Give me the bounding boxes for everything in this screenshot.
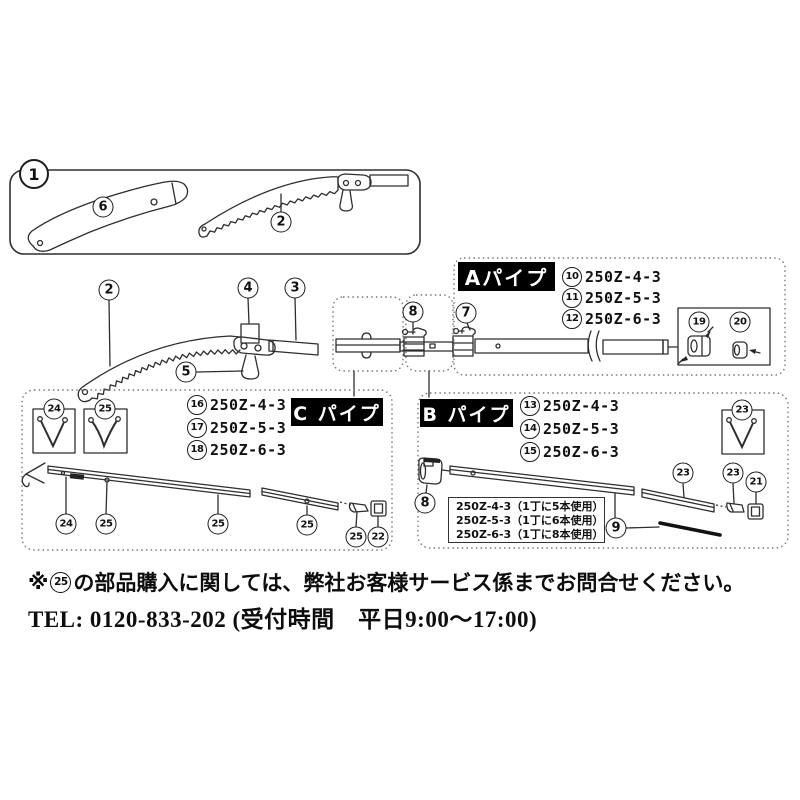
part-code: 250Z-5-3 (543, 419, 620, 438)
callout-25-box: 25 (94, 398, 116, 420)
pipe-b-drawing (417, 392, 789, 549)
callout-25-pipe-1: 25 (95, 513, 117, 535)
callout-24-pipe: 24 (55, 513, 77, 535)
part-code: 250Z-5-3 (585, 288, 662, 307)
part-code: 250Z-6-3 (585, 309, 662, 328)
callout-25-hook: 25 (345, 526, 367, 548)
row-callout-11: 11 (562, 287, 582, 308)
part-code: 250Z-4-3 (210, 395, 287, 414)
row-callout-18: 18 (187, 439, 207, 460)
footer-note-mark: ※ (28, 570, 49, 594)
usage-note-row: 250Z-4-3（1丁に5本使用） (456, 500, 604, 513)
blade-drawing-top (198, 173, 409, 238)
pipe-b-row-0: 13 250Z-4-3 (520, 395, 619, 416)
pipe-b-label: B パイプ (420, 399, 513, 427)
callout-7: 7 (455, 302, 477, 324)
callout-9: 9 (605, 517, 627, 539)
part-code: 250Z-4-3 (585, 267, 662, 286)
pipe-c-drawing (21, 389, 393, 551)
callout-23-box: 23 (731, 399, 753, 421)
callout-19: 19 (688, 311, 710, 333)
pipe-a-row-1: 11 250Z-5-3 (562, 287, 661, 308)
row-callout-10: 10 (562, 266, 582, 287)
pipe-connection-drawing (332, 294, 476, 398)
pipe-a-row-0: 10 250Z-4-3 (562, 266, 661, 287)
callout-23-end: 23 (722, 462, 744, 484)
pipe-c-label: C パイプ (291, 398, 383, 426)
usage-note-row: 250Z-5-3（1丁に6本使用） (456, 514, 604, 527)
callout-21: 21 (745, 471, 767, 493)
overview-box (9, 169, 421, 255)
pipe-c-row-0: 16 250Z-4-3 (187, 394, 286, 415)
part-code: 250Z-4-3 (543, 396, 620, 415)
callout-24-box: 24 (43, 398, 65, 420)
footer-callout-25: 25 (50, 571, 72, 593)
footer-tel: TEL: 0120-833-202 (受付時間 平日9:00～17:00) (28, 607, 538, 632)
pipe-a-drawing (453, 257, 786, 376)
usage-note-row: 250Z-6-3（1丁に8本使用） (456, 528, 604, 541)
callout-8-sleeve: 8 (414, 492, 436, 514)
callout-2: 2 (98, 279, 120, 301)
handle-drawing (27, 180, 189, 252)
callout-6: 6 (92, 196, 114, 218)
row-callout-16: 16 (187, 394, 207, 415)
callout-20: 20 (729, 311, 751, 333)
callout-25-pipe-3: 25 (296, 514, 318, 536)
callout-25-pipe-2: 25 (207, 513, 229, 535)
callout-2-top: 2 (270, 211, 292, 233)
usage-note-box: 250Z-4-3（1丁に5本使用） 250Z-5-3（1丁に6本使用） 250Z… (448, 497, 605, 543)
callout-23-pipe: 23 (672, 462, 694, 484)
row-callout-14: 14 (520, 418, 540, 439)
row-callout-17: 17 (187, 417, 207, 438)
pipe-a-label: Aパイプ (458, 262, 555, 291)
callout-22: 22 (367, 526, 389, 548)
callout-4: 4 (237, 277, 259, 299)
part-code: 250Z-6-3 (210, 440, 287, 459)
end-caps-drawing (677, 307, 771, 366)
part-code: 250Z-5-3 (210, 418, 287, 437)
pipe-b-row-2: 15 250Z-6-3 (520, 441, 619, 462)
pipe-c-row-1: 17 250Z-5-3 (187, 417, 286, 438)
callout-8-mid: 8 (402, 301, 424, 323)
footer-note: ※ 25 の部品購入に関しては、弊社お客様サービス係までお問合せください。 (28, 567, 744, 597)
rod-drawing (658, 521, 722, 537)
callout-5: 5 (175, 361, 197, 383)
pipe-c-row-2: 18 250Z-6-3 (187, 439, 286, 460)
footer-note-text: の部品購入に関しては、弊社お客様サービス係までお問合せください。 (73, 571, 745, 595)
row-callout-13: 13 (520, 395, 540, 416)
row-callout-12: 12 (562, 308, 582, 329)
part-code: 250Z-6-3 (543, 442, 620, 461)
saw-assembly-drawing (77, 297, 319, 403)
pipe-b-row-1: 14 250Z-5-3 (520, 418, 619, 439)
row-callout-15: 15 (520, 441, 540, 462)
callout-3: 3 (284, 277, 306, 299)
pipe-a-row-2: 12 250Z-6-3 (562, 308, 661, 329)
callout-1: 1 (19, 159, 49, 189)
